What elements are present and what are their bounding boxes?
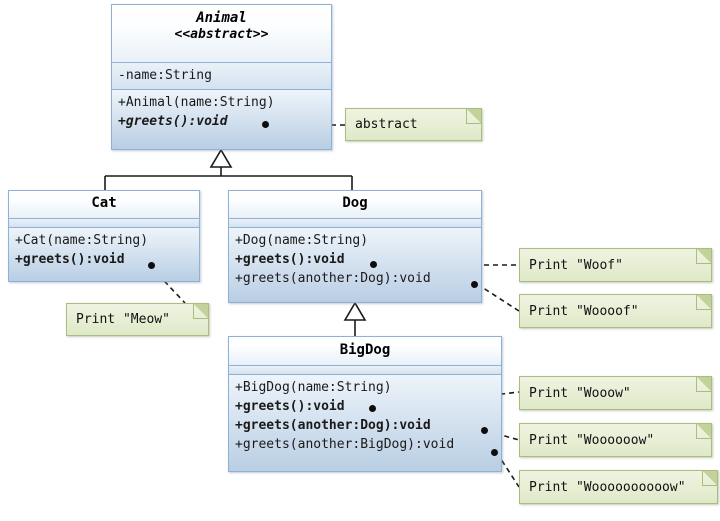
class-attributes-compartment <box>9 219 199 228</box>
note-anchor-abstract <box>262 121 269 128</box>
note-fold-icon <box>696 249 711 264</box>
generalization-dog <box>343 301 367 336</box>
class-operations-compartment: +Dog(name:String) +greets():void +greets… <box>229 228 481 302</box>
class-attributes-compartment: -name:String <box>112 63 331 90</box>
class-title-compartment: Animal <<abstract>> <box>112 5 331 63</box>
note-abstract[interactable]: abstract <box>345 108 482 141</box>
operation-row: +Cat(name:String) <box>15 233 149 248</box>
note-text: Print "Woooooooooow" <box>529 479 686 495</box>
note-woooooooooow[interactable]: Print "Woooooooooow" <box>519 470 718 504</box>
operation-row: +Animal(name:String) <box>118 95 275 110</box>
note-anchor-woof <box>370 261 377 268</box>
note-text: Print "Meow" <box>76 312 170 327</box>
note-woooof[interactable]: Print "Woooof" <box>519 294 712 328</box>
class-box-animal[interactable]: Animal <<abstract>> -name:String +Animal… <box>111 4 332 150</box>
class-name: Dog <box>342 195 368 211</box>
class-attributes-compartment <box>229 366 501 375</box>
generalization-animal <box>104 148 353 190</box>
link-meow <box>151 267 186 304</box>
note-anchor-woooooooooow <box>491 449 498 456</box>
class-name: Cat <box>91 195 117 211</box>
class-box-cat[interactable]: Cat +Cat(name:String) +greets():void <box>8 190 200 282</box>
class-box-bigdog[interactable]: BigDog +BigDog(name:String) +greets():vo… <box>228 336 502 472</box>
note-anchor-meow <box>148 262 155 269</box>
note-anchor-woooof <box>471 281 478 288</box>
class-attributes-compartment <box>229 219 481 228</box>
note-fold-icon <box>702 471 717 486</box>
note-fold-icon <box>193 304 208 319</box>
note-anchor-woooooow <box>481 427 488 434</box>
class-name: BigDog <box>339 342 391 358</box>
operation-row: +greets(another:Dog):void <box>235 271 431 286</box>
attribute-row: -name:String <box>118 68 212 83</box>
class-operations-compartment: +Animal(name:String) +greets():void <box>112 90 331 149</box>
class-title-compartment: BigDog <box>229 337 501 366</box>
operation-row: +greets():void <box>118 114 228 129</box>
operation-row: +greets():void <box>235 252 345 267</box>
operation-row: +BigDog(name:String) <box>235 380 392 395</box>
note-fold-icon <box>466 109 481 124</box>
class-operations-compartment: +Cat(name:String) +greets():void <box>9 228 199 281</box>
operation-row: +greets(another:BigDog):void <box>235 437 455 452</box>
link-woooooooooow <box>496 452 520 488</box>
note-anchor-wooow <box>369 405 376 412</box>
note-woooooow[interactable]: Print "Woooooow" <box>519 423 712 457</box>
note-fold-icon <box>696 377 711 392</box>
class-title-compartment: Cat <box>9 191 199 219</box>
note-woof[interactable]: Print "Woof" <box>519 248 712 282</box>
link-woooof <box>476 283 520 312</box>
link-woooooow <box>486 430 520 441</box>
note-text: Print "Wooow" <box>529 385 631 401</box>
note-meow[interactable]: Print "Meow" <box>66 303 209 336</box>
operation-row: +greets():void <box>235 399 345 414</box>
class-title-compartment: Dog <box>229 191 481 219</box>
operation-row: +greets():void <box>15 252 125 267</box>
class-stereotype: <<abstract>> <box>174 27 269 42</box>
note-wooow[interactable]: Print "Wooow" <box>519 376 712 410</box>
note-fold-icon <box>696 424 711 439</box>
operation-row: +Dog(name:String) <box>235 233 369 248</box>
note-text: abstract <box>355 117 418 132</box>
class-operations-compartment: +BigDog(name:String) +greets():void +gre… <box>229 375 501 471</box>
class-box-dog[interactable]: Dog +Dog(name:String) +greets():void +gr… <box>228 190 482 303</box>
class-name: Animal <box>196 10 247 26</box>
note-text: Print "Woof" <box>529 257 623 273</box>
operation-row: +greets(another:Dog):void <box>235 418 431 433</box>
note-fold-icon <box>696 295 711 310</box>
note-text: Print "Woooooow" <box>529 432 655 448</box>
note-text: Print "Woooof" <box>529 303 639 319</box>
